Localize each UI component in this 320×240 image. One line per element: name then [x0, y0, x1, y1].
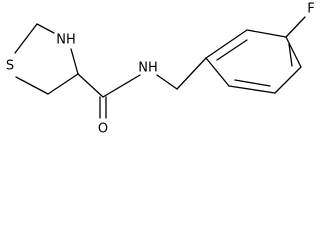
molecule-structure: S NH NH O F — [6, 2, 315, 137]
carbonyl-oxygen-label: O — [98, 122, 108, 137]
bond-ch2-aryl — [176, 57, 207, 90]
bond-c4-carbonyl — [77, 73, 104, 98]
bond-carbonyl-amide-n — [102, 74, 141, 98]
bond-aromatic-inner-3 — [234, 79, 271, 87]
bond-amide-n-ch2 — [156, 74, 178, 90]
bond-ar5-ar6 — [228, 85, 276, 94]
bond-ar2-ar3 — [246, 29, 287, 38]
bond-c2-n3 — [36, 23, 55, 34]
bond-aromatic-inner-1 — [216, 39, 248, 61]
bond-ar4-ar5 — [274, 66, 302, 94]
thiazolidine-ring — [14, 23, 79, 95]
bond-s1-c2 — [14, 23, 38, 54]
sulfur-label: S — [6, 59, 14, 74]
bond-ar3-fluorine — [285, 16, 306, 38]
fluorophenyl-ring — [205, 16, 306, 94]
bond-c5-s1 — [15, 76, 49, 95]
fluorine-label: F — [307, 2, 314, 17]
bond-ar3-ar4 — [285, 36, 302, 68]
bond-n3-c4 — [70, 48, 79, 75]
bond-c4-c5 — [47, 73, 79, 95]
bond-ar1-ar2 — [205, 29, 248, 59]
bond-aromatic-inner-2 — [288, 43, 293, 67]
carboxamide-group — [77, 57, 207, 119]
ring-nitrogen-label: NH — [56, 33, 76, 48]
bond-ar6-ar1 — [205, 57, 230, 87]
amide-nitrogen-label: NH — [138, 61, 158, 76]
